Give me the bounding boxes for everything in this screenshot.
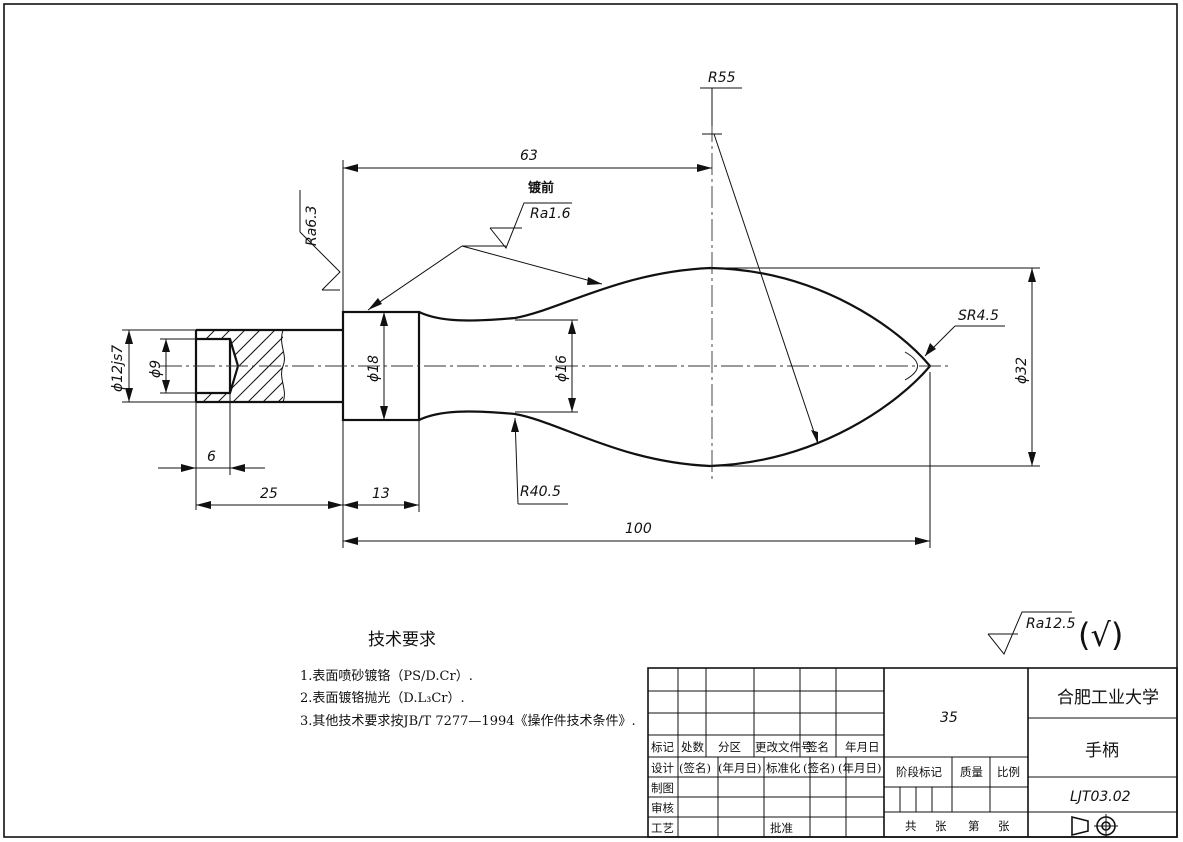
dim-ra63: Ra6.3 (304, 205, 320, 246)
tech-req-item-2: 2.表面镀铬抛光（D.L₃Cr）. (300, 690, 465, 706)
plating-note: 镀前 (528, 180, 554, 196)
sheets-unit-1: 张 (935, 819, 947, 833)
technical-requirements: 技术要求 1.表面喷砂镀铬（PS/D.Cr）. 2.表面镀铬抛光（D.L₃Cr）… (300, 630, 636, 729)
row-design-sign: (签名) (679, 761, 711, 775)
dim-13: 13 (372, 486, 390, 502)
ra125-label: Ra12.5 (1026, 616, 1076, 632)
handle-part (160, 120, 950, 480)
row-approve: 批准 (770, 821, 793, 835)
sheet-no: 第 (968, 819, 980, 833)
dim-r405: R40.5 (520, 484, 561, 500)
row-check: 审核 (651, 801, 674, 815)
dim-6: 6 (207, 449, 216, 465)
scale-label: 比例 (997, 765, 1020, 779)
general-surface-finish: Ra12.5 (√) (987, 611, 1123, 655)
dim-d16: ϕ16 (554, 355, 570, 382)
rev-header-mark: 标记 (651, 740, 674, 754)
finish-check: (√) (1078, 616, 1123, 654)
stage-mark: 阶段标记 (896, 765, 942, 779)
row-draw: 制图 (651, 781, 674, 795)
sheets-unit-2: 张 (998, 819, 1010, 833)
row-standard-date: (年月日) (838, 761, 881, 775)
tech-req-item-3: 3.其他技术要求按JB/T 7277—1994《操作件技术条件》. (300, 713, 636, 729)
rev-header-sign: 签名 (806, 740, 829, 754)
dim-100: 100 (625, 521, 652, 537)
dim-d12: ϕ12js7 (110, 345, 126, 392)
row-standard: 标准化 (766, 761, 801, 775)
school-name: 合肥工业大学 (1057, 688, 1159, 708)
row-standard-sign: (签名) (803, 761, 835, 775)
rev-header-count: 处数 (681, 740, 704, 754)
rev-header-zone: 分区 (718, 740, 741, 754)
row-design-date: (年月日) (718, 761, 761, 775)
dim-r55: R55 (708, 70, 736, 86)
dim-sr45: SR4.5 (958, 308, 999, 324)
rev-header-date: 年月日 (845, 740, 880, 754)
title-block: 35 合肥工业大学 手柄 LJT03.02 标记 处数 分区 更改文件号 签名 … (647, 667, 1178, 838)
dim-ra16: Ra1.6 (530, 206, 571, 222)
sheets-total: 共 (905, 819, 917, 833)
drawing-number: LJT03.02 (1070, 789, 1131, 805)
dim-63: 63 (520, 148, 538, 164)
dim-25: 25 (260, 486, 278, 502)
projection-symbol-icon (1071, 814, 1118, 838)
rev-header-doc: 更改文件号 (755, 740, 813, 754)
tech-req-item-1: 1.表面喷砂镀铬（PS/D.Cr）. (300, 668, 473, 684)
dimensions: R55 63 镀前 Ra1.6 Ra6.3 SR4.5 ϕ12js7 ϕ9 ϕ1… (110, 70, 1040, 548)
part-name: 手柄 (1085, 741, 1119, 761)
drawing-frame (3, 3, 1178, 838)
tech-req-title: 技术要求 (368, 630, 436, 650)
dim-d9: ϕ9 (148, 360, 164, 378)
section-hatching (196, 330, 283, 402)
dim-d32: ϕ32 (1014, 357, 1030, 384)
dim-d18: ϕ18 (366, 355, 382, 382)
material: 35 (940, 710, 958, 726)
weight-label: 质量 (960, 765, 983, 779)
row-design: 设计 (651, 761, 674, 775)
row-process: 工艺 (651, 821, 674, 835)
